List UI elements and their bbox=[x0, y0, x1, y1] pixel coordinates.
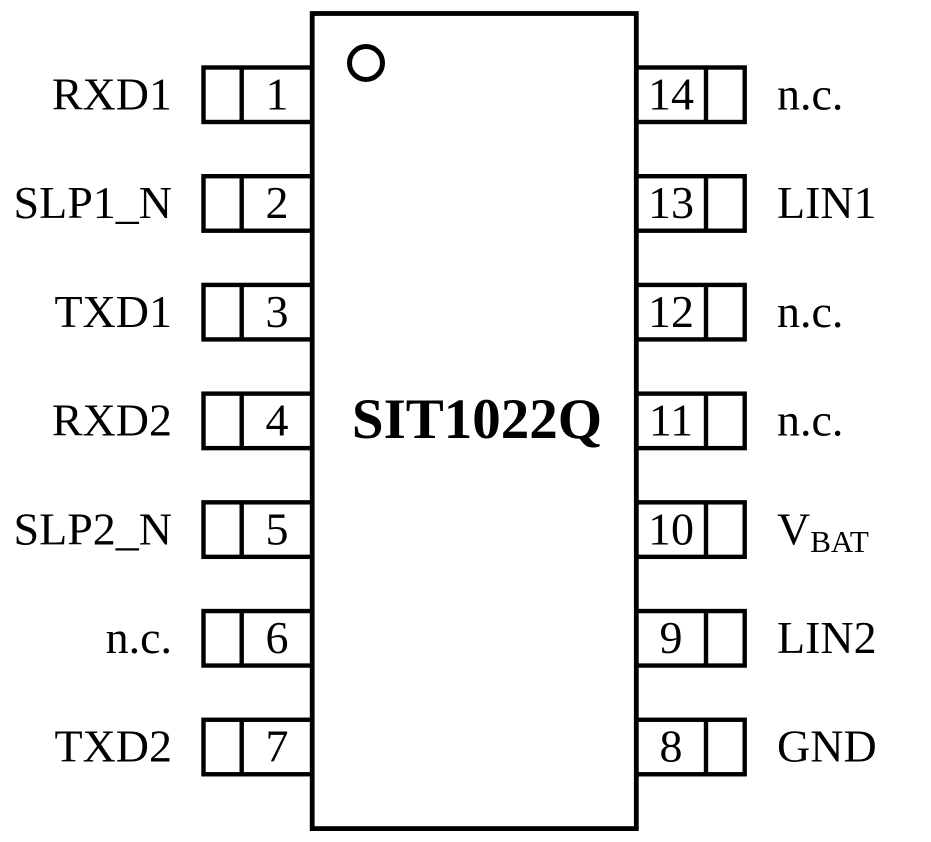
pin-box bbox=[634, 608, 747, 668]
pin-label: RXD2 bbox=[52, 395, 172, 446]
pin-box bbox=[201, 282, 315, 342]
pin-number: 2 bbox=[266, 177, 289, 228]
chip-title: SIT1022Q bbox=[352, 388, 602, 451]
pin-label: n.c. bbox=[777, 286, 843, 337]
pin-box bbox=[201, 717, 315, 777]
pin-label: GND bbox=[777, 721, 877, 772]
pin-box bbox=[634, 174, 747, 233]
pin-number: 4 bbox=[266, 395, 289, 446]
pin-right-9: 9 LIN2 bbox=[634, 608, 877, 668]
pin-number: 8 bbox=[660, 721, 683, 772]
pin-label: LIN1 bbox=[777, 177, 877, 228]
pin-left-6: 6 n.c. bbox=[106, 608, 315, 668]
pin-label: RXD1 bbox=[52, 68, 172, 119]
pin-label: n.c. bbox=[777, 68, 843, 119]
pin-label: SLP2_N bbox=[14, 503, 172, 554]
pin-left-2: 2 SLP1_N bbox=[14, 174, 315, 233]
pin-right-10: 10 VBAT bbox=[634, 500, 869, 560]
pin-label: TXD1 bbox=[54, 286, 172, 337]
pin-right-12: 12 n.c. bbox=[634, 282, 843, 342]
pin-number: 6 bbox=[266, 612, 289, 663]
pin-box bbox=[634, 282, 747, 342]
pin-number: 13 bbox=[648, 177, 694, 228]
pin-label-main: V bbox=[777, 503, 810, 554]
pin-left-1: 1 RXD1 bbox=[52, 65, 315, 125]
pin-number: 1 bbox=[266, 68, 289, 119]
pin-box bbox=[634, 391, 747, 451]
pin-label: n.c. bbox=[106, 612, 172, 663]
pin-label: n.c. bbox=[777, 395, 843, 446]
pin-box bbox=[201, 65, 315, 125]
pin-number: 7 bbox=[266, 721, 289, 772]
pin-right-14: 14 n.c. bbox=[634, 65, 843, 125]
pin-label-subscript: BAT bbox=[810, 524, 869, 559]
pin-number: 10 bbox=[648, 503, 694, 554]
pin-left-5: 5 SLP2_N bbox=[14, 500, 315, 560]
pin-number: 3 bbox=[266, 286, 289, 337]
pin-right-11: 11 n.c. bbox=[634, 391, 843, 451]
pin-box bbox=[634, 65, 747, 125]
pin-box bbox=[201, 174, 315, 233]
pin-number: 14 bbox=[648, 68, 694, 119]
pin-box bbox=[634, 500, 747, 560]
pin-number: 11 bbox=[649, 395, 693, 446]
pin-box bbox=[201, 500, 315, 560]
pin-left-7: 7 TXD2 bbox=[54, 717, 315, 777]
pin-right-13: 13 LIN1 bbox=[634, 174, 877, 233]
pin-box bbox=[201, 608, 315, 668]
pin-label: SLP1_N bbox=[14, 177, 172, 228]
pin1-indicator-icon bbox=[347, 44, 385, 82]
pin-label: VBAT bbox=[777, 503, 869, 559]
pin-number: 9 bbox=[660, 612, 683, 663]
pin-number: 5 bbox=[266, 503, 289, 554]
pin-label: LIN2 bbox=[777, 612, 877, 663]
pin-number: 12 bbox=[648, 286, 694, 337]
pin-box bbox=[201, 391, 315, 451]
pin-left-3: 3 TXD1 bbox=[54, 282, 315, 342]
pin-right-8: 8 GND bbox=[634, 717, 877, 777]
pin-left-4: 4 RXD2 bbox=[52, 391, 315, 451]
pin-label: TXD2 bbox=[54, 721, 172, 772]
pin-box bbox=[634, 717, 747, 777]
